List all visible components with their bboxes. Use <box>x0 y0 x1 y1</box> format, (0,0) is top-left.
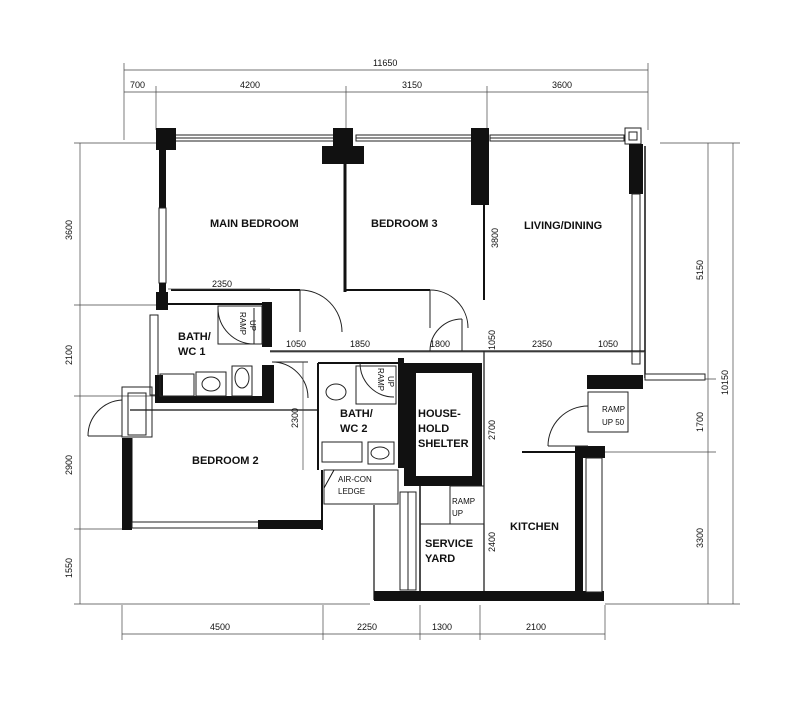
label-bedroom2: BEDROOM 2 <box>192 455 259 467</box>
left-dimensions: 3600 2100 2900 1550 <box>64 142 370 605</box>
dim-bottom-2: 2250 <box>357 622 377 632</box>
label-kitchen: KITCHEN <box>510 521 559 533</box>
dim-service-depth: 2400 <box>487 532 497 552</box>
dim-bedroom3-depth: 3800 <box>490 228 500 248</box>
dim-left-3: 2900 <box>64 455 74 475</box>
label-bath-wc2-line2: WC 2 <box>340 423 368 435</box>
dim-bath2-depth: 2300 <box>290 408 300 428</box>
dim-bottom-4: 2100 <box>526 622 546 632</box>
dim-corridor-1050c: 1050 <box>598 339 618 349</box>
label-shelter-line3: SHELTER <box>418 438 469 450</box>
interior-dimensions: 2350 1050 1850 1800 1050 2350 1050 3800 … <box>168 228 645 552</box>
label-main-bedroom: MAIN BEDROOM <box>210 218 299 230</box>
ramp-labels: RAMP UP RAMP UP RAMP UP RAMP UP 50 <box>238 312 625 518</box>
label-ramp2-line2: UP <box>386 376 395 387</box>
label-ramp3-line2: UP <box>452 509 463 518</box>
dim-bottom-3: 1300 <box>432 622 452 632</box>
dim-left-4: 1550 <box>64 558 74 578</box>
dim-right-2: 1700 <box>695 412 705 432</box>
label-ramp1-line2: UP <box>248 320 257 331</box>
dim-top-1: 700 <box>130 80 145 90</box>
dim-overall-width: 11650 <box>373 58 397 68</box>
label-service-line2: YARD <box>425 553 455 565</box>
label-shelter-line1: HOUSE- <box>418 408 461 420</box>
label-ramp1-line1: RAMP <box>238 312 247 335</box>
dim-right-overall: 10150 <box>720 370 730 395</box>
dim-corridor-2350: 2350 <box>532 339 552 349</box>
label-bath-wc1-line2: WC 1 <box>178 346 206 358</box>
dim-top-2: 4200 <box>240 80 260 90</box>
label-bedroom3: BEDROOM 3 <box>371 218 438 230</box>
dim-corridor-1050a: 1050 <box>286 339 306 349</box>
dim-bottom-1: 4500 <box>210 622 230 632</box>
dim-bath1-width: 2350 <box>212 279 232 289</box>
label-aircon-line2: LEDGE <box>338 487 365 496</box>
label-shelter-line2: HOLD <box>418 423 449 435</box>
dim-shelter-depth: 2700 <box>487 420 497 440</box>
top-windows <box>174 127 642 145</box>
label-bath-wc1-line1: BATH/ <box>178 331 211 343</box>
label-ramp2-line1: RAMP <box>376 368 385 391</box>
label-ramp3-line1: RAMP <box>452 497 475 506</box>
dim-corridor-1800: 1800 <box>430 339 450 349</box>
fixtures <box>159 305 629 525</box>
label-service-line1: SERVICE <box>425 538 473 550</box>
dim-top-3: 3150 <box>402 80 422 90</box>
dim-corridor-1850: 1850 <box>350 339 370 349</box>
label-aircon-line1: AIR-CON <box>338 475 372 484</box>
room-labels: MAIN BEDROOM BEDROOM 3 LIVING/DINING BAT… <box>178 218 602 565</box>
label-ramp4-line2: UP 50 <box>602 418 625 427</box>
dim-top-4: 3600 <box>552 80 572 90</box>
dim-left-2: 2100 <box>64 345 74 365</box>
top-dimensions: 11650 700 4200 3150 3600 <box>123 58 649 140</box>
dim-right-1: 5150 <box>695 260 705 280</box>
doors <box>87 289 589 447</box>
bottom-dimensions: 4500 2250 1300 2100 <box>121 605 606 640</box>
label-bath-wc2-line1: BATH/ <box>340 408 373 420</box>
walls <box>121 128 706 601</box>
dim-right-3: 3300 <box>695 528 705 548</box>
label-ramp4-line1: RAMP <box>602 405 625 414</box>
dim-corridor-1050b: 1050 <box>487 330 497 350</box>
dim-left-1: 3600 <box>64 220 74 240</box>
label-living-dining: LIVING/DINING <box>524 220 602 232</box>
